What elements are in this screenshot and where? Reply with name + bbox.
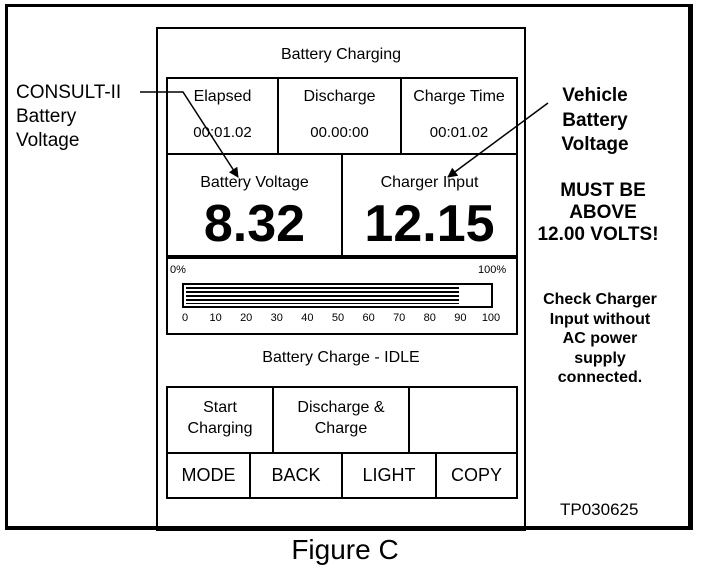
progress-tick-label: 30 bbox=[270, 312, 283, 324]
divider bbox=[435, 452, 437, 499]
battery-voltage-value: 8.32 bbox=[203, 195, 306, 253]
progress-tick-label: 50 bbox=[331, 312, 345, 324]
status-text: Battery Charge - IDLE bbox=[262, 349, 420, 366]
elapsed-label: Elapsed bbox=[193, 88, 252, 105]
charger-input-value: 12.15 bbox=[364, 195, 495, 253]
progress-panel bbox=[166, 257, 518, 335]
consult-annotation-line1: CONSULT-II bbox=[16, 82, 122, 103]
battery-voltage-label: Battery Voltage bbox=[200, 174, 309, 191]
progress-tick-label: 40 bbox=[301, 312, 314, 324]
progress-bar-fill bbox=[186, 287, 459, 304]
progress-bar bbox=[182, 283, 493, 308]
back-button[interactable]: BACK bbox=[271, 465, 321, 485]
figure-frame bbox=[5, 4, 693, 530]
empty-button[interactable] bbox=[410, 388, 516, 452]
start-charging-button[interactable]: Start Charging bbox=[168, 388, 272, 452]
charger-input-label: Charger Input bbox=[380, 174, 479, 191]
device-screen bbox=[156, 27, 526, 531]
divider bbox=[277, 77, 279, 154]
light-button[interactable]: LIGHT bbox=[362, 465, 416, 485]
warning-line3: 12.00 VOLTS! bbox=[537, 224, 659, 245]
copy-button[interactable]: COPY bbox=[450, 465, 502, 485]
discharge-label: Discharge bbox=[303, 88, 376, 105]
note-line5: connected. bbox=[557, 369, 643, 386]
progress-min-label: 0% bbox=[170, 264, 186, 276]
note-line3: AC power bbox=[562, 330, 638, 347]
screen-title: Battery Charging bbox=[280, 46, 402, 63]
warning-line2: ABOVE bbox=[569, 202, 637, 223]
mode-button[interactable]: MODE bbox=[181, 465, 236, 485]
progress-tick-label: 0 bbox=[181, 312, 189, 324]
divider bbox=[272, 386, 274, 453]
figure-id: TP030625 bbox=[560, 500, 639, 519]
start-charging-label-2: Charging bbox=[187, 420, 253, 437]
warning-line1: MUST BE bbox=[560, 180, 646, 201]
figure-caption: Figure C bbox=[291, 534, 399, 565]
discharge-charge-button[interactable]: Discharge & Charge bbox=[274, 388, 408, 452]
vehicle-annotation-line2: Battery bbox=[562, 110, 628, 131]
note-line2: Input without bbox=[549, 311, 651, 328]
elapsed-value: 00:01.02 bbox=[193, 124, 252, 141]
divider bbox=[249, 452, 251, 499]
progress-tick-label: 90 bbox=[454, 312, 467, 324]
progress-tick-label: 100 bbox=[481, 312, 501, 324]
consult-annotation-line2: Battery bbox=[16, 106, 77, 127]
progress-tick-label: 70 bbox=[393, 312, 406, 324]
charge-time-value: 00:01.02 bbox=[429, 124, 489, 141]
discharge-charge-label-1: Discharge & bbox=[297, 399, 385, 416]
progress-tick-label: 20 bbox=[240, 312, 253, 324]
progress-tick-label: 60 bbox=[362, 312, 375, 324]
progress-tick-label: 10 bbox=[209, 312, 222, 324]
charge-time-label: Charge Time bbox=[413, 88, 505, 105]
discharge-charge-label-2: Charge bbox=[314, 420, 368, 437]
note-line1: Check Charger bbox=[543, 291, 657, 308]
progress-tick-label: 80 bbox=[423, 312, 436, 324]
note-line4: supply bbox=[574, 350, 626, 367]
divider bbox=[400, 77, 402, 154]
divider bbox=[341, 153, 343, 257]
vehicle-annotation-line1: Vehicle bbox=[562, 85, 628, 106]
consult-annotation-line3: Voltage bbox=[16, 130, 80, 151]
vehicle-annotation-line3: Voltage bbox=[561, 134, 629, 155]
divider bbox=[408, 386, 410, 453]
divider bbox=[341, 452, 343, 499]
discharge-value: 00.00:00 bbox=[310, 124, 369, 141]
start-charging-label-1: Start bbox=[203, 399, 237, 416]
progress-max-label: 100% bbox=[478, 264, 507, 276]
